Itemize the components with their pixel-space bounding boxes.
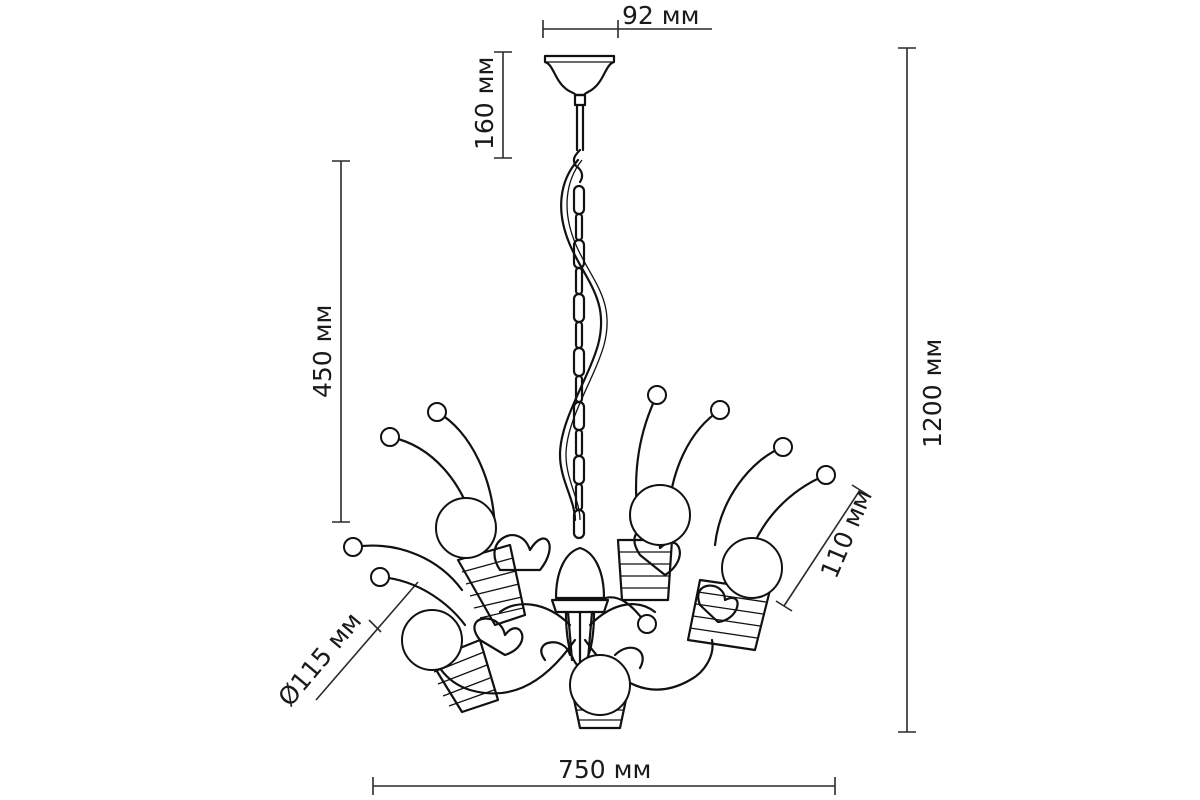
dimension-shade-height: 110 мм [775, 484, 878, 612]
dimension-chain-length: 450 мм [308, 160, 350, 523]
dim-label-canopy-height: 160 мм [470, 57, 499, 150]
dimension-total-width: 750 мм [372, 755, 836, 795]
dim-label-total-height: 1200 мм [918, 339, 947, 448]
lamp-shade-left-front [428, 638, 500, 714]
dim-label-canopy-width: 92 мм [622, 1, 699, 30]
dimension-shade-diameter: Ø115 мм [272, 581, 419, 712]
dimension-canopy-width: 92 мм [542, 1, 712, 38]
decorative-loops [473, 528, 739, 670]
decorative-knobs [343, 385, 836, 634]
ceiling-canopy [543, 54, 616, 152]
suspension-chain [558, 148, 608, 540]
dim-label-total-width: 750 мм [558, 755, 651, 784]
dim-label-shade-height: 110 мм [815, 485, 878, 582]
dimension-canopy-height: 160 мм [470, 51, 512, 159]
light-bulbs [401, 484, 783, 716]
central-body [550, 546, 610, 670]
decorative-wires [351, 393, 828, 627]
lamp-shade-left-back [456, 543, 527, 627]
dim-label-chain-length: 450 мм [308, 305, 337, 398]
dimension-total-height: 1200 мм [898, 47, 947, 733]
lamp-shade-center-back [616, 538, 674, 602]
